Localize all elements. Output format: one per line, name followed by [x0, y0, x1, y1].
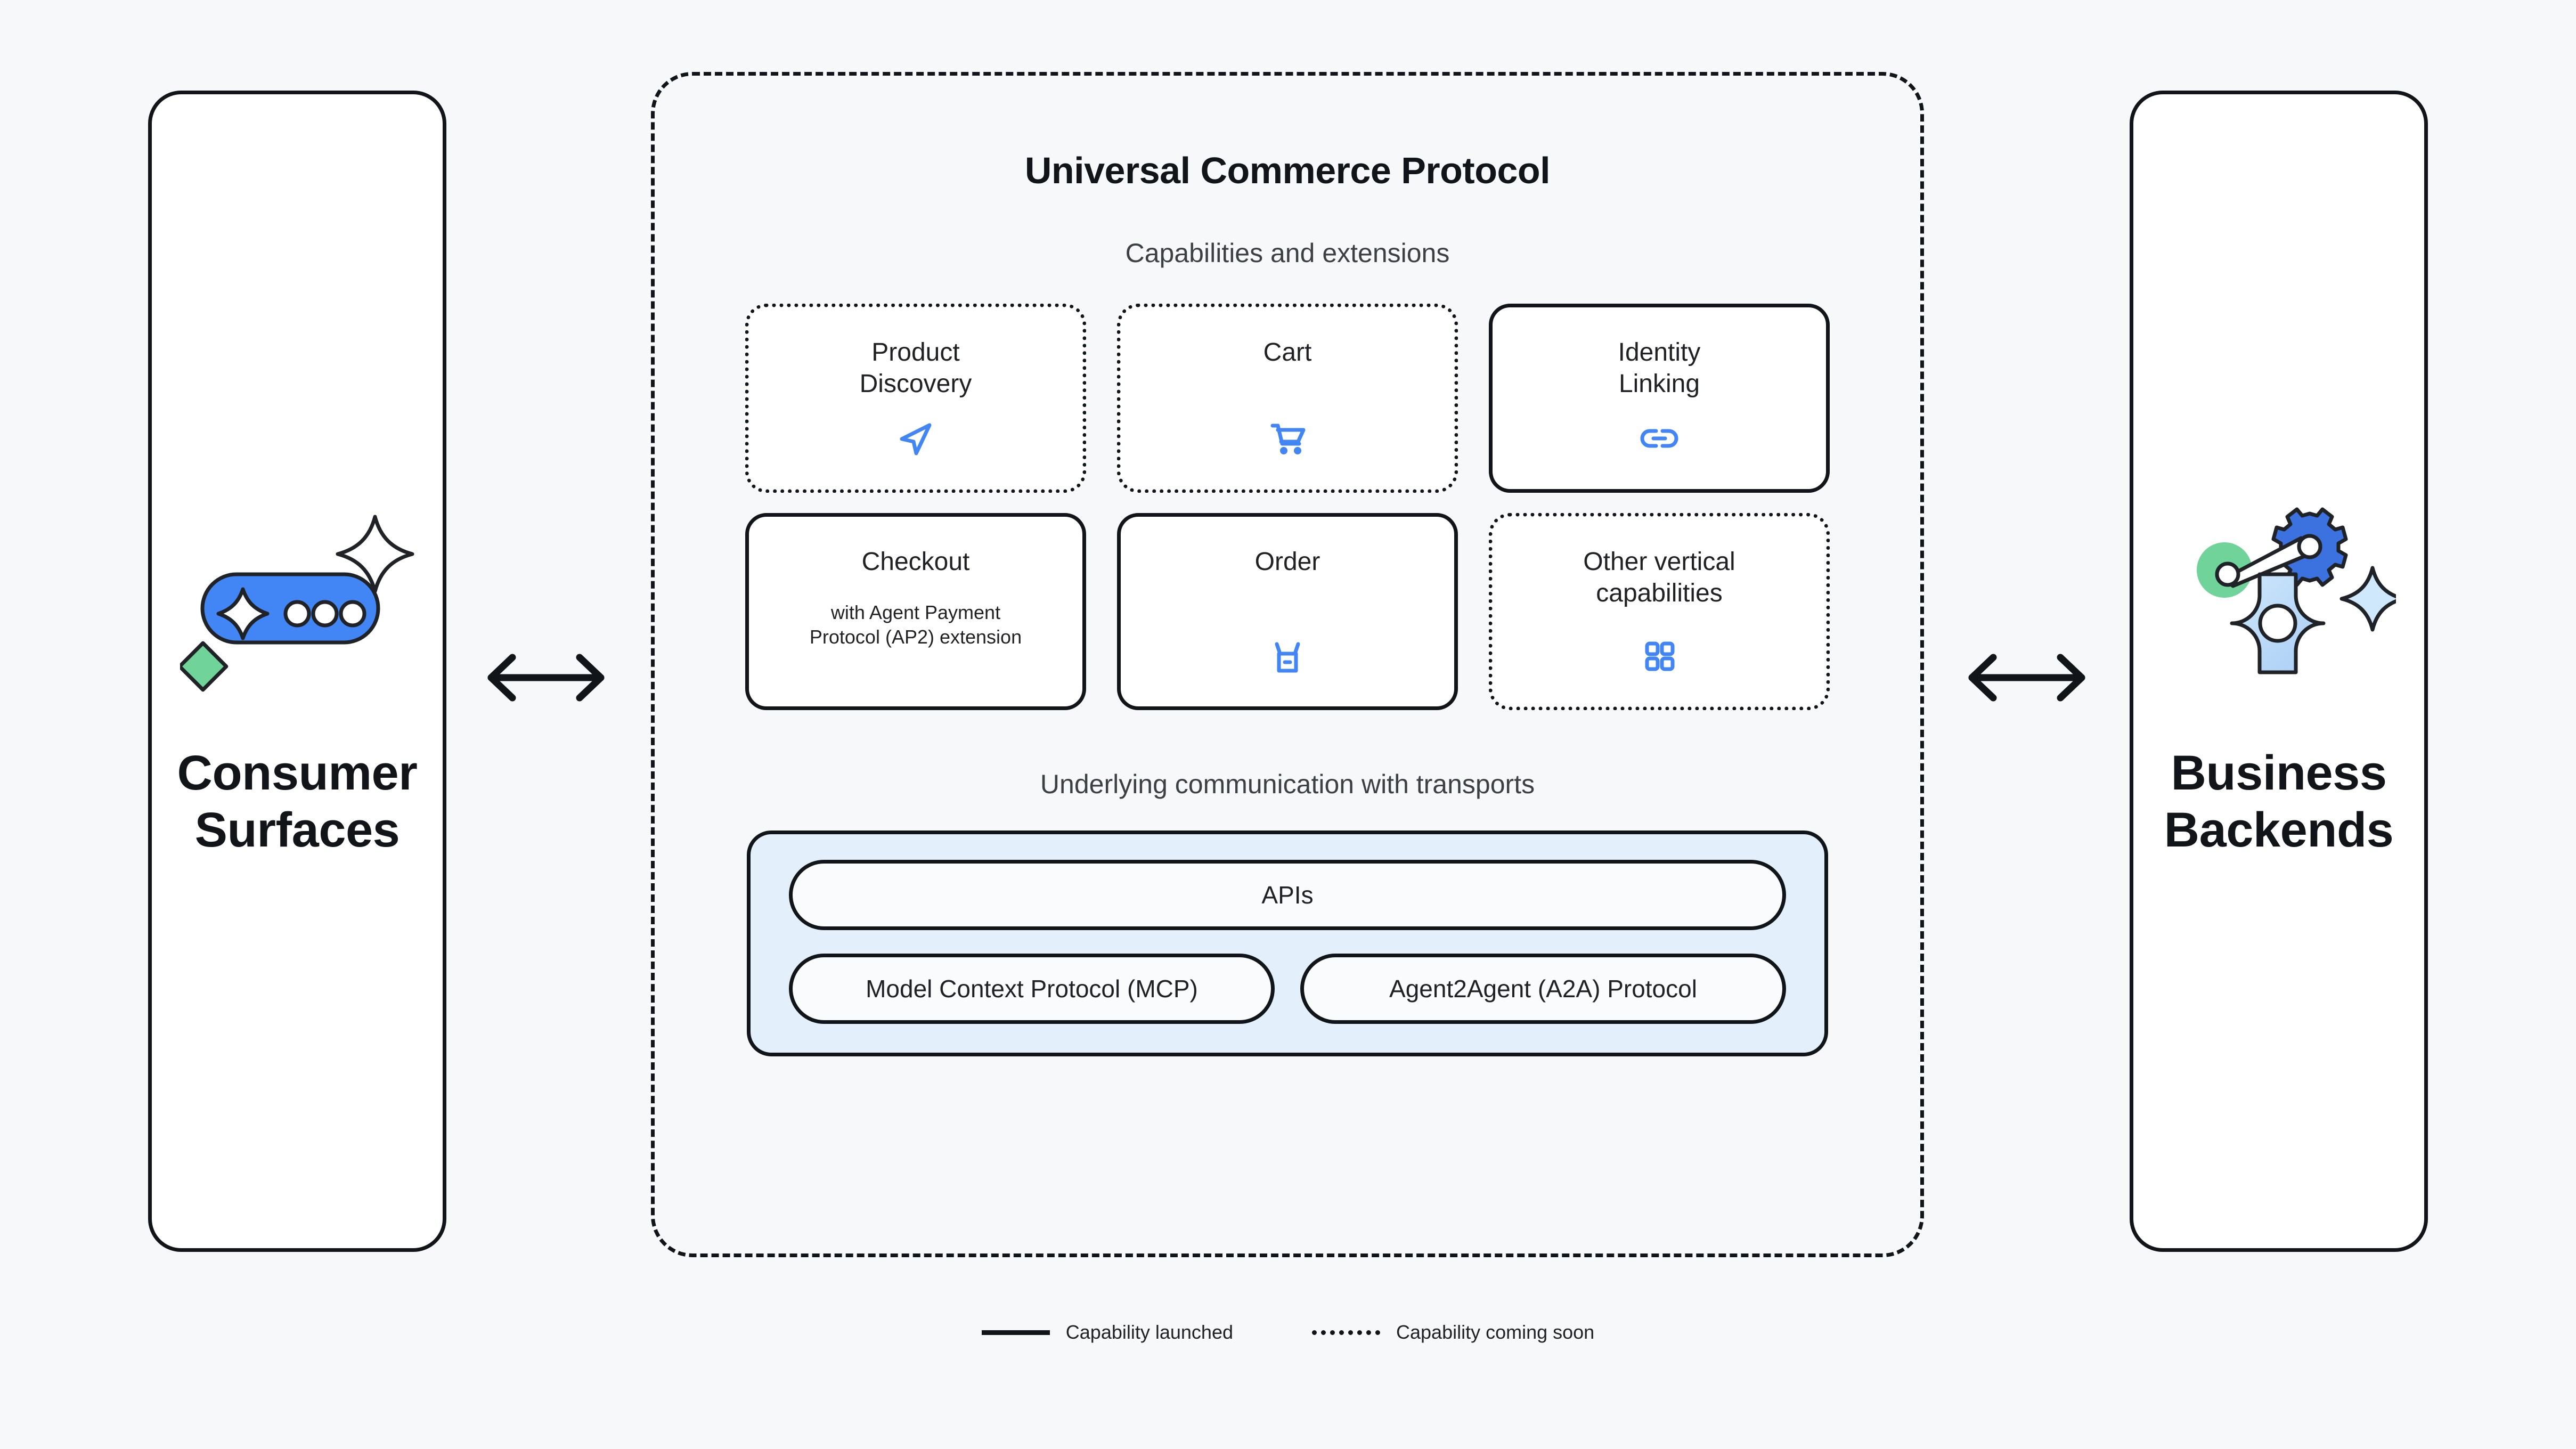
capabilities-heading: Capabilities and extensions: [1125, 238, 1450, 268]
bidirectional-arrow-left: [479, 646, 613, 710]
capability-card-cart[interactable]: Cart: [1117, 304, 1458, 493]
business-backends-label: Business Backends: [2164, 746, 2394, 857]
legend-item-coming-soon: Capability coming soon: [1312, 1321, 1594, 1344]
business-backends-panel: Business Backends: [2130, 91, 2428, 1252]
package-box-icon: [1265, 633, 1310, 679]
transport-pill-mcp[interactable]: Model Context Protocol (MCP): [789, 954, 1275, 1024]
capability-grid: Product Discovery Cart: [739, 304, 1836, 710]
capability-title: Other vertical capabilities: [1583, 548, 1735, 607]
transport-pill-apis[interactable]: APIs: [789, 860, 1786, 930]
bidirectional-arrow-right: [1960, 646, 2093, 710]
capability-title: Identity Linking: [1618, 338, 1701, 398]
link-chain-icon: [1636, 416, 1682, 461]
legend-label: Capability coming soon: [1396, 1321, 1595, 1343]
transports-panel: APIs Model Context Protocol (MCP) Agent2…: [747, 831, 1828, 1056]
shopping-cart-icon: [1265, 416, 1310, 461]
protocol-title: Universal Commerce Protocol: [1024, 150, 1551, 191]
legend-item-launched: Capability launched: [981, 1321, 1233, 1344]
capability-card-order[interactable]: Order: [1117, 513, 1458, 710]
transports-heading: Underlying communication with transports: [1040, 769, 1535, 799]
consumer-surfaces-panel: Consumer Surfaces: [148, 91, 446, 1252]
chat-bubble-sparkle-illustration: [180, 484, 414, 707]
capability-card-identity-linking[interactable]: Identity Linking: [1489, 304, 1830, 493]
universal-commerce-protocol-container: Universal Commerce Protocol Capabilities…: [651, 72, 1924, 1257]
capability-title: Order: [1254, 548, 1320, 576]
transport-pill-row: Model Context Protocol (MCP) Agent2Agent…: [789, 954, 1786, 1024]
navigation-arrow-icon: [893, 416, 939, 461]
capability-title: Checkout: [861, 548, 970, 576]
capability-title: Product Discovery: [859, 338, 972, 398]
legend-label: Capability launched: [1065, 1321, 1233, 1343]
capability-card-other-vertical[interactable]: Other vertical capabilities: [1489, 513, 1830, 710]
solid-line-swatch: [981, 1330, 1050, 1335]
legend: Capability launched Capability coming so…: [0, 1321, 2576, 1344]
capability-card-checkout[interactable]: Checkout with Agent Payment Protocol (AP…: [745, 513, 1086, 710]
consumer-surfaces-label: Consumer Surfaces: [177, 746, 418, 857]
capability-title: Cart: [1263, 338, 1312, 367]
capability-card-product-discovery[interactable]: Product Discovery: [745, 304, 1086, 493]
grid-squares-icon: [1636, 633, 1682, 679]
dotted-line-swatch: [1312, 1330, 1380, 1335]
gear-machinery-illustration: [2162, 484, 2396, 707]
transport-pill-a2a[interactable]: Agent2Agent (A2A) Protocol: [1300, 954, 1786, 1024]
capability-subtitle: with Agent Payment Protocol (AP2) extens…: [809, 601, 1022, 648]
